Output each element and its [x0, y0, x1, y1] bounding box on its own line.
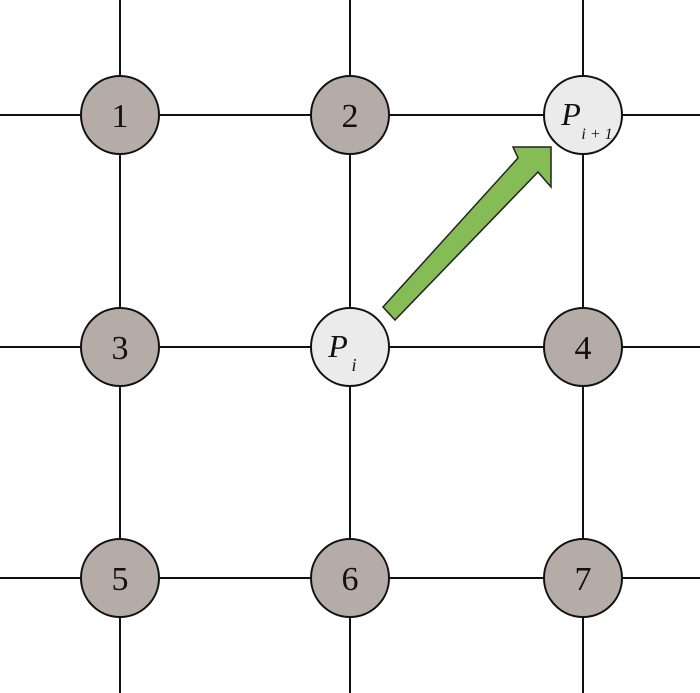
- node-subscript: i + 1: [581, 126, 612, 143]
- node-pi: Pi: [310, 307, 390, 387]
- node-circle: [310, 538, 390, 618]
- node-label: 1: [112, 98, 129, 135]
- node-label: 3: [112, 330, 129, 367]
- node-n3: 3: [80, 307, 160, 387]
- node-circle: [543, 75, 623, 155]
- node-n5: 5: [80, 538, 160, 618]
- node-label: 2: [342, 98, 359, 135]
- node-label: P: [327, 328, 348, 364]
- node-circle: [80, 538, 160, 618]
- arrow-pi-to-pnext: [381, 146, 552, 322]
- node-circle: [543, 538, 623, 618]
- node-n2: 2: [310, 75, 390, 155]
- node-circle: [543, 307, 623, 387]
- node-label: 7: [575, 561, 592, 598]
- node-circle: [80, 307, 160, 387]
- node-label: P: [560, 96, 581, 132]
- node-n4: 4: [543, 307, 623, 387]
- node-circle: [80, 75, 160, 155]
- node-circle: [310, 75, 390, 155]
- node-n1: 1: [80, 75, 160, 155]
- node-label: 5: [112, 561, 129, 598]
- node-pnext: Pi + 1: [543, 75, 623, 155]
- node-label: 6: [342, 561, 359, 598]
- node-subscript: i: [351, 355, 356, 375]
- node-n7: 7: [543, 538, 623, 618]
- node-n6: 6: [310, 538, 390, 618]
- node-circle: [310, 307, 390, 387]
- node-label: 4: [575, 330, 592, 367]
